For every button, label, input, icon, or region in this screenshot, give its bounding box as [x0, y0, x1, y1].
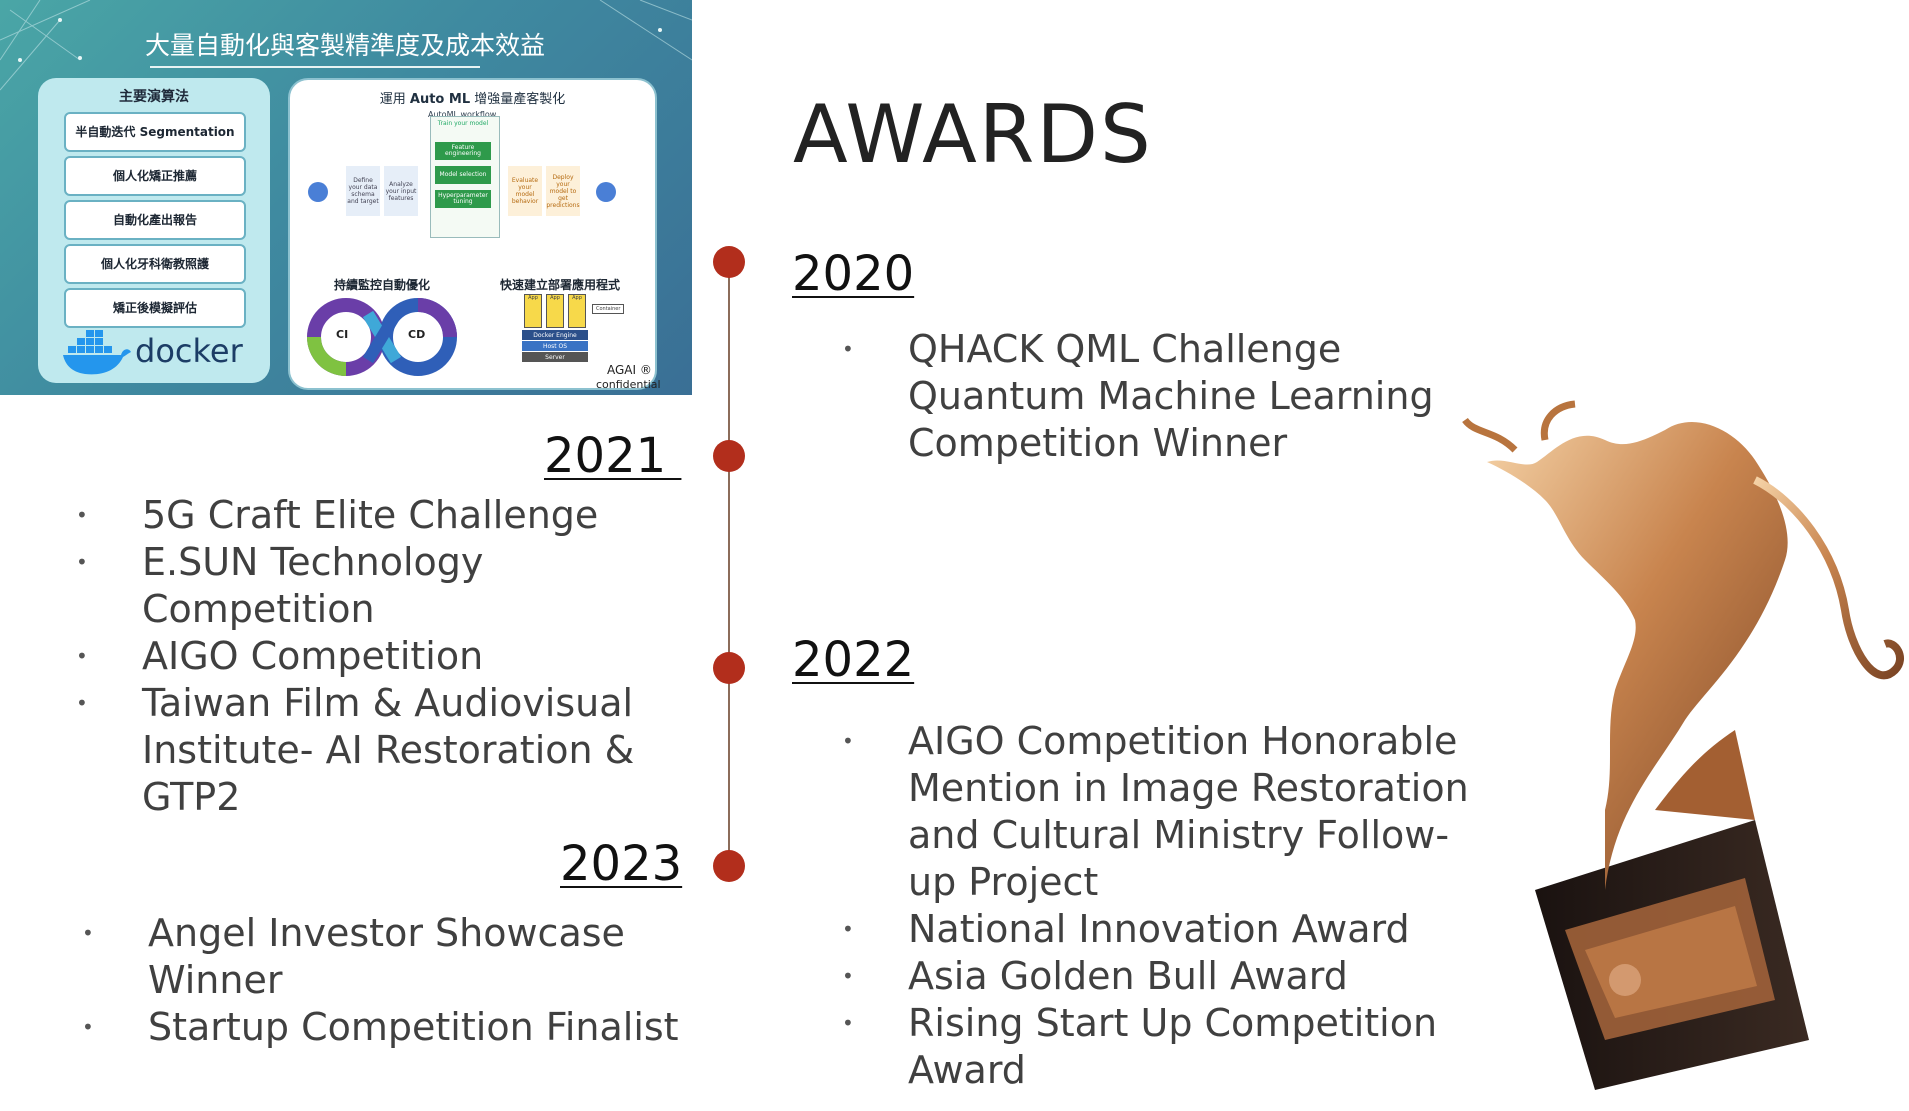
algorithm-item: 矯正後模擬評估: [64, 288, 246, 328]
watermark-confidential: confidential: [596, 378, 661, 391]
container-app: App: [524, 294, 542, 328]
workflow-inset-image: 大量自動化與客製精準度及成本效益 主要演算法 半自動迭代 Segmentatio…: [0, 0, 692, 395]
awards-list-2021: 5G Craft Elite Challenge E.SUN Technolog…: [76, 492, 666, 821]
timeline-line: [728, 262, 730, 868]
flow-step-analyze: Analyze your input features: [384, 166, 418, 216]
award-item: Startup Competition Finalist: [82, 1004, 682, 1051]
award-item: AIGO Competition Honorable Mention in Im…: [842, 718, 1482, 906]
automl-panel: 運用 Auto ML 增強量產客製化 AutoML workflow Defin…: [288, 78, 657, 390]
algorithm-item: 半自動迭代 Segmentation: [64, 112, 246, 152]
container-app: App: [568, 294, 586, 328]
algorithm-item: 自動化產出報告: [64, 200, 246, 240]
year-heading-2022: 2022: [792, 632, 915, 688]
timeline-dot-2022: [713, 652, 745, 684]
trend-icon: [596, 182, 616, 202]
docker-wordmark: docker: [135, 332, 243, 370]
award-item: AIGO Competition: [76, 633, 666, 680]
container-app: App: [546, 294, 564, 328]
awards-list-2023: Angel Investor Showcase Winner Startup C…: [82, 910, 682, 1051]
award-item: National Innovation Award: [842, 906, 1482, 953]
golden-bull-trophy-image: [1462, 400, 1904, 1090]
timeline-dot-2021: [713, 440, 745, 472]
automl-workflow-label: AutoML workflow: [428, 110, 497, 119]
network-background-pattern: [0, 0, 692, 91]
flow-step-evaluate: Evaluate your model behavior: [508, 166, 542, 216]
award-item: Angel Investor Showcase Winner: [82, 910, 682, 1004]
docker-whale-icon: [63, 330, 131, 375]
host-os-layer: Host OS: [522, 341, 588, 351]
award-item: Taiwan Film & Audiovisual Institute- AI …: [76, 680, 666, 821]
inset-title: 大量自動化與客製精準度及成本效益: [144, 31, 545, 60]
automl-title: 運用 Auto ML 增強量產客製化: [379, 92, 566, 107]
slide-title: AWARDS: [793, 88, 1153, 181]
flow-step-deploy: Deploy your model to get predictions: [546, 166, 580, 216]
docker-engine-layer: Docker Engine: [522, 330, 588, 340]
flow-hyperparameter: Hyperparameter tuning: [435, 190, 491, 208]
cicd-infinity-loop: [307, 298, 457, 376]
award-item: E.SUN Technology Competition: [76, 539, 666, 633]
award-item: Rising Start Up Competition Award: [842, 1000, 1482, 1094]
container-legend: Container: [592, 304, 625, 314]
year-heading-2020: 2020: [792, 246, 915, 302]
deploy-title: 快速建立部署應用程式: [500, 278, 621, 292]
award-item: 5G Craft Elite Challenge: [76, 492, 666, 539]
flow-feature-engineering: Feature engineering: [435, 142, 491, 160]
watermark-agai: AGAI ®: [607, 363, 652, 377]
awards-list-2020: QHACK QML Challenge Quantum Machine Lear…: [842, 326, 1462, 467]
awards-list-2022: AIGO Competition Honorable Mention in Im…: [842, 718, 1482, 1094]
flow-model-selection: Model selection: [435, 166, 491, 184]
award-item: Asia Golden Bull Award: [842, 953, 1482, 1000]
algorithms-title: 主要演算法: [119, 89, 189, 105]
algorithm-item: 個人化牙科衛教照護: [64, 244, 246, 284]
cd-label: CD: [408, 328, 426, 341]
server-layer: Server: [522, 352, 588, 362]
docker-logo: docker: [63, 326, 263, 376]
flow-step-define: Define your data schema and target: [346, 166, 380, 216]
ci-label: CI: [336, 328, 349, 341]
algorithm-item: 個人化矯正推薦: [64, 156, 246, 196]
year-heading-2021: 2021: [544, 428, 682, 484]
timeline-dot-2020: [713, 246, 745, 278]
inset-title-underline: [150, 66, 480, 68]
timeline-dot-2023: [713, 850, 745, 882]
flow-step-train: Train your model: [437, 120, 489, 127]
year-heading-2023: 2023: [560, 836, 683, 892]
cicd-title: 持續監控自動優化: [334, 278, 431, 292]
algorithms-panel: 主要演算法 半自動迭代 Segmentation 個人化矯正推薦 自動化產出報告…: [38, 78, 270, 383]
award-item: QHACK QML Challenge Quantum Machine Lear…: [842, 326, 1462, 467]
list-icon: [308, 182, 328, 202]
